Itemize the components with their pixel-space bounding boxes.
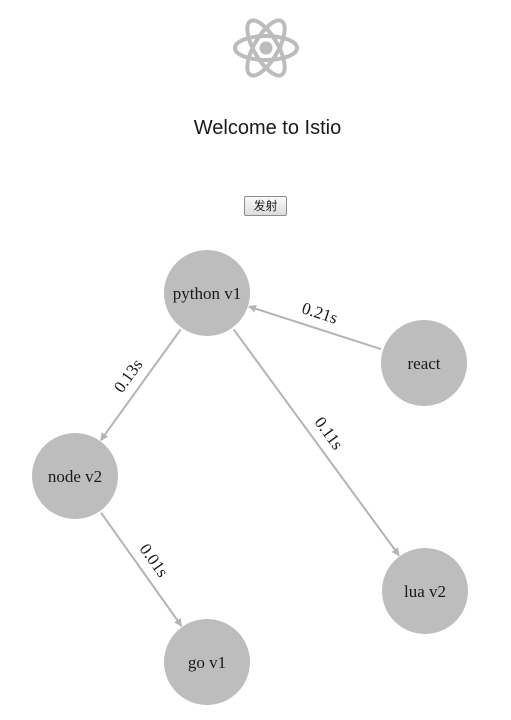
service-node-lua[interactable]: lua v2: [382, 548, 468, 634]
fire-button[interactable]: 发射: [244, 196, 287, 216]
edge-label: 0.11s: [311, 413, 347, 453]
page-title: Welcome to Istio: [193, 117, 342, 139]
service-node-react[interactable]: react: [381, 320, 467, 406]
atom-icon: [233, 18, 299, 78]
node-circle[interactable]: [32, 433, 118, 519]
service-node-go[interactable]: go v1: [164, 619, 250, 705]
edge-react-python: [248, 304, 382, 351]
edge-label: 0.01s: [136, 540, 173, 581]
node-label: lua v2: [404, 582, 446, 601]
node-circle[interactable]: [381, 320, 467, 406]
service-node-node[interactable]: node v2: [32, 433, 118, 519]
edge-python-lua: [232, 328, 400, 557]
edge-node-go: [100, 512, 183, 627]
node-label: go v1: [188, 653, 226, 672]
edge-label: 0.13s: [110, 356, 147, 397]
node-circle[interactable]: [164, 619, 250, 705]
edge-python-node: [99, 328, 182, 441]
edge-label: 0.21s: [300, 298, 340, 327]
node-circle[interactable]: [382, 548, 468, 634]
node-circle[interactable]: [164, 250, 250, 336]
node-label: python v1: [173, 284, 241, 303]
service-node-python[interactable]: python v1: [164, 250, 250, 336]
node-label: node v2: [48, 467, 102, 486]
node-label: react: [407, 354, 440, 373]
